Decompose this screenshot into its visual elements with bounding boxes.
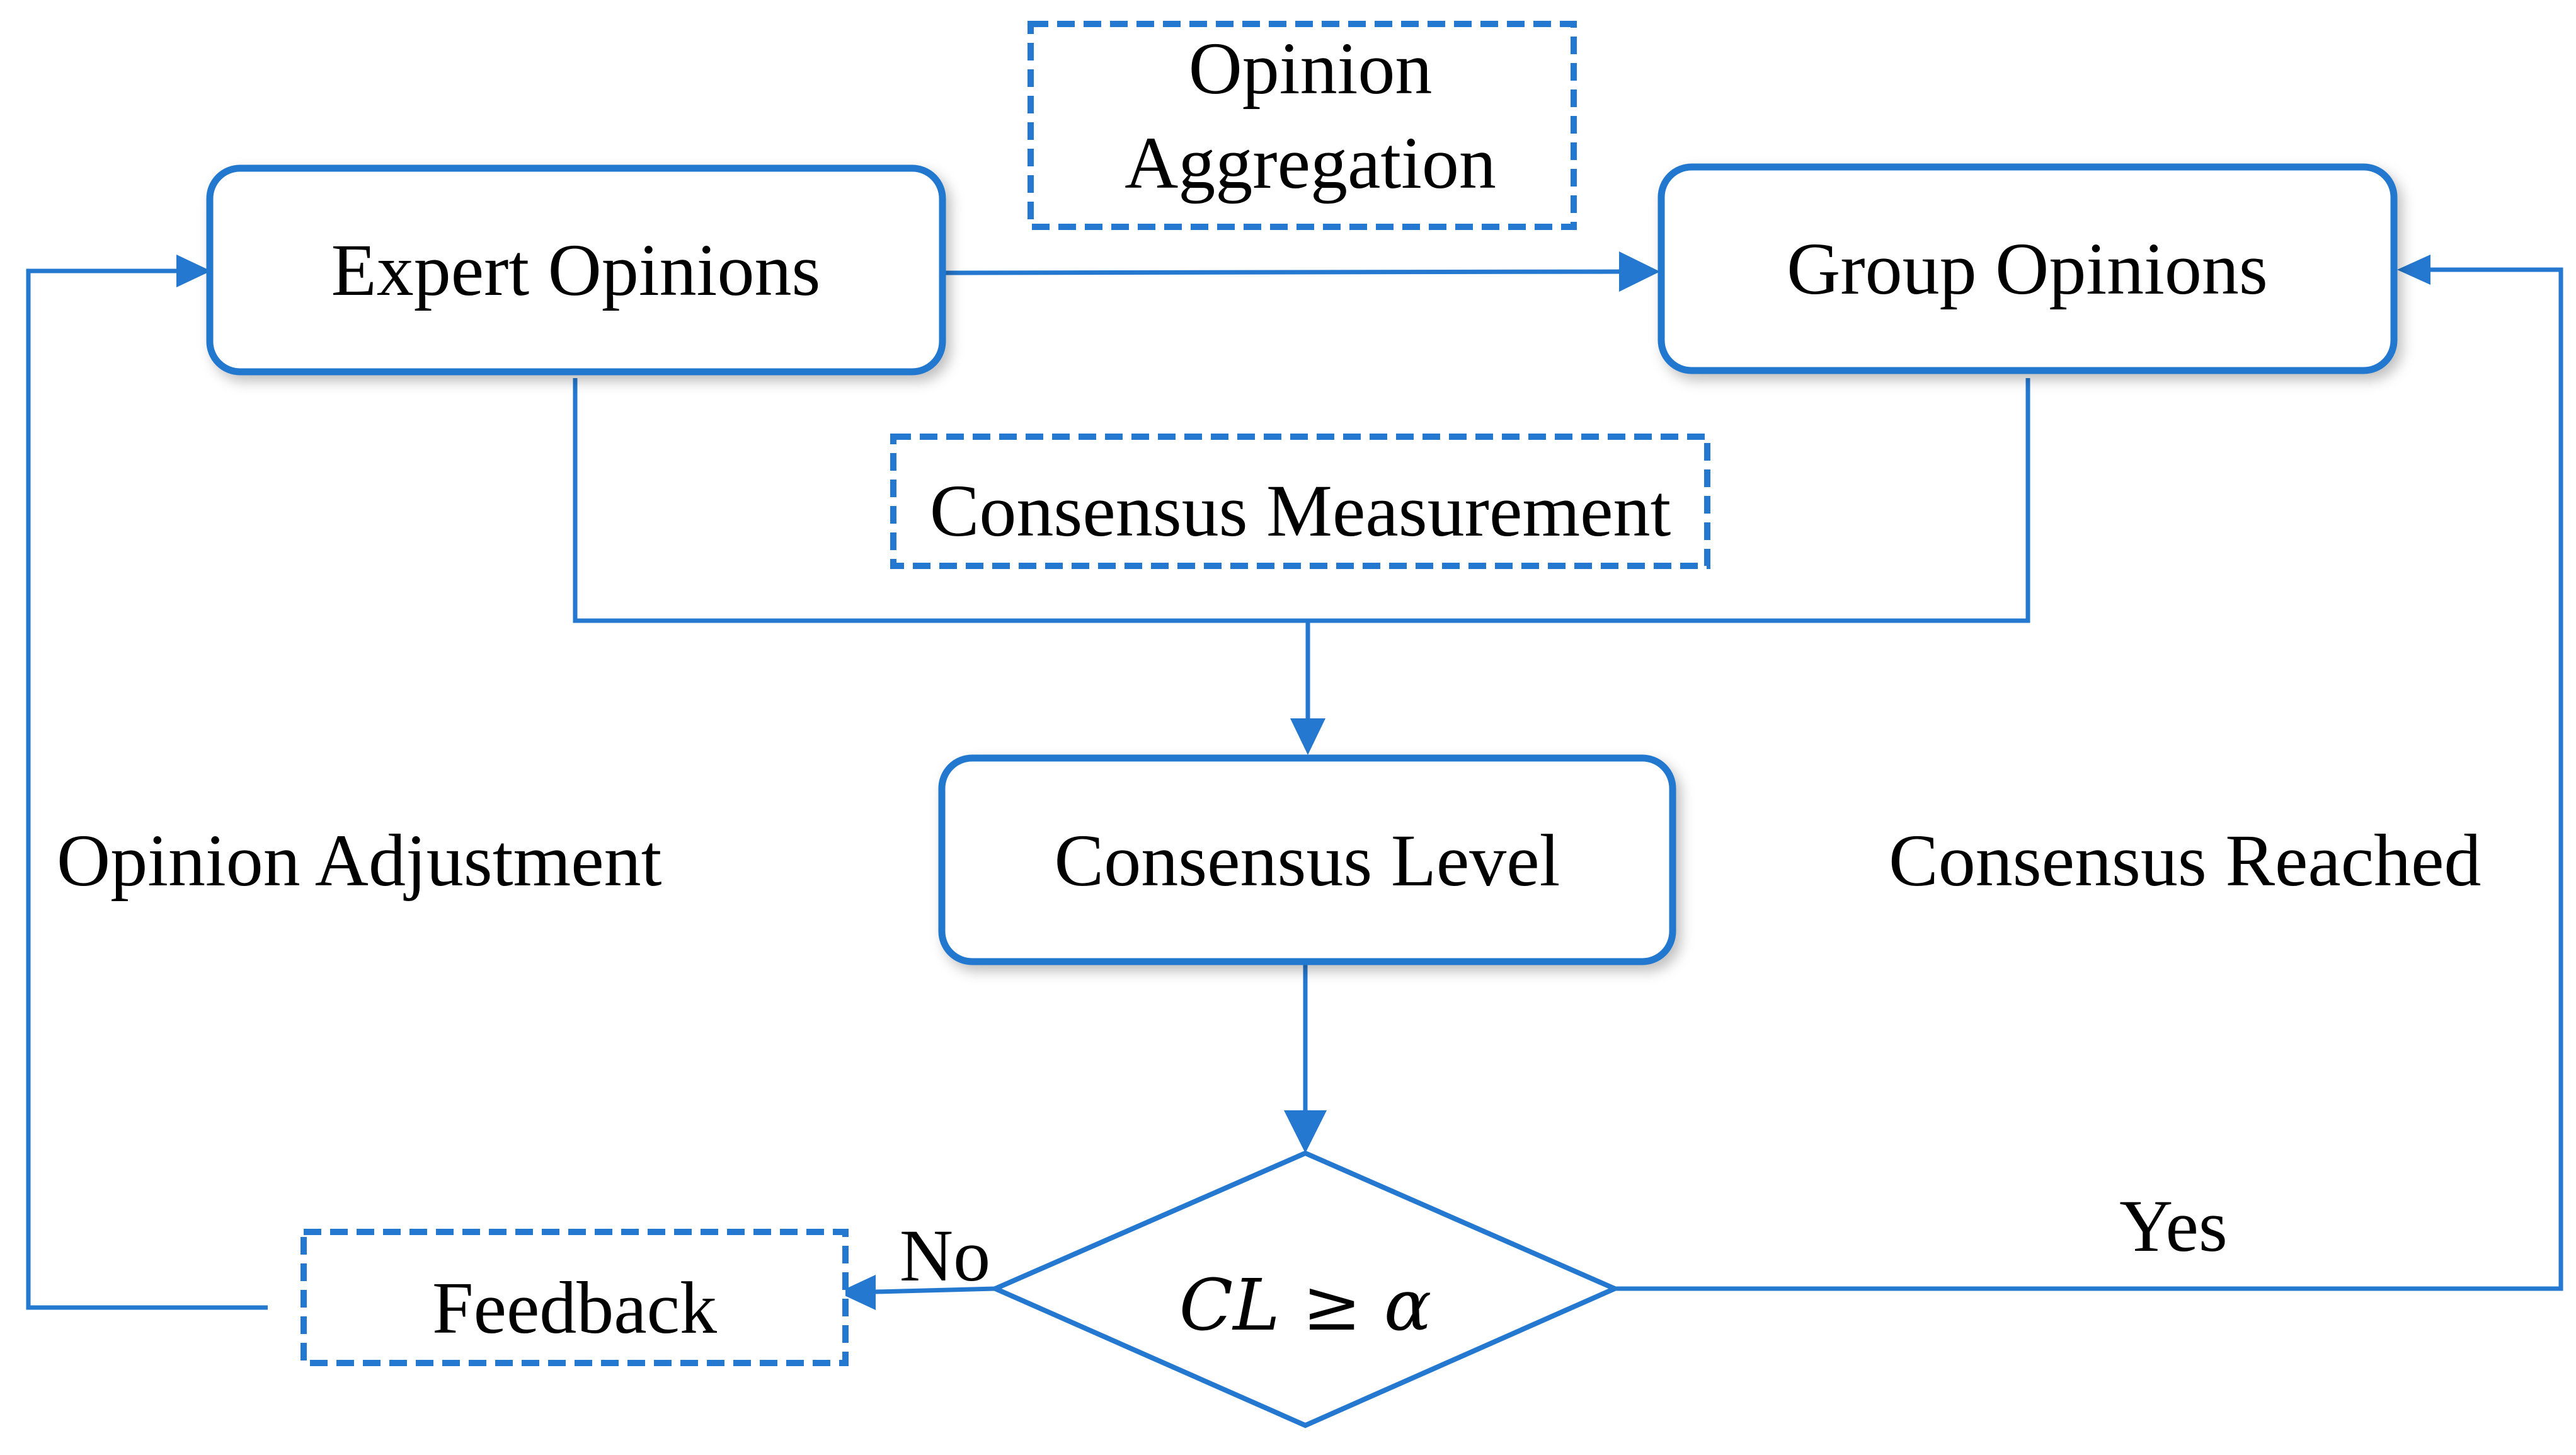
yes-label: Yes: [2119, 1185, 2228, 1267]
decision-diamond: [989, 1150, 1621, 1429]
no-branch-line: [875, 1286, 996, 1294]
consensus-level-node: Consensus Level: [938, 754, 1676, 965]
group-opinions-label: Group Opinions: [1787, 227, 2268, 310]
feedback-process: Feedback: [301, 1229, 849, 1366]
group-opinions-node: Group Opinions: [1657, 163, 2398, 374]
opinion-adjustment-loop-line: [26, 268, 268, 1310]
consensus-reached-loop-line: [1616, 267, 2563, 1291]
feedback-label: Feedback: [432, 1267, 717, 1349]
expert-opinions-node: Expert Opinions: [206, 164, 946, 376]
aggregation-arrowhead: [1619, 251, 1660, 292]
consensus-measurement-label: Consensus Measurement: [930, 469, 1671, 552]
aggregation-arrow-line: [942, 269, 1623, 275]
opinion-adjustment-arrowhead: [176, 255, 211, 287]
consensus-reached-label: Consensus Reached: [1889, 819, 2482, 902]
opinion-aggregation-label-line1: Opinion: [1189, 27, 1433, 110]
opinion-aggregation-label-line2: Aggregation: [1125, 122, 1496, 204]
consensus-reached-arrowhead: [2397, 255, 2430, 285]
expert-opinions-label: Expert Opinions: [331, 229, 821, 311]
opinion-aggregation-process: Opinion Aggregation: [1028, 21, 1577, 230]
opinion-adjustment-label: Opinion Adjustment: [57, 819, 662, 902]
measurement-arrowhead: [1290, 718, 1325, 755]
measurement-merge-line: [573, 378, 2030, 623]
consensus-level-label: Consensus Level: [1055, 819, 1560, 902]
no-branch-arrowhead: [838, 1275, 876, 1310]
decision-condition-label: CL ≥ α: [1179, 1265, 1432, 1347]
decision-node: CL ≥ α: [989, 1150, 1621, 1429]
level-to-decision-arrowhead: [1284, 1110, 1327, 1153]
no-label: No: [900, 1214, 990, 1297]
consensus-measurement-process: Consensus Measurement: [890, 434, 1710, 569]
